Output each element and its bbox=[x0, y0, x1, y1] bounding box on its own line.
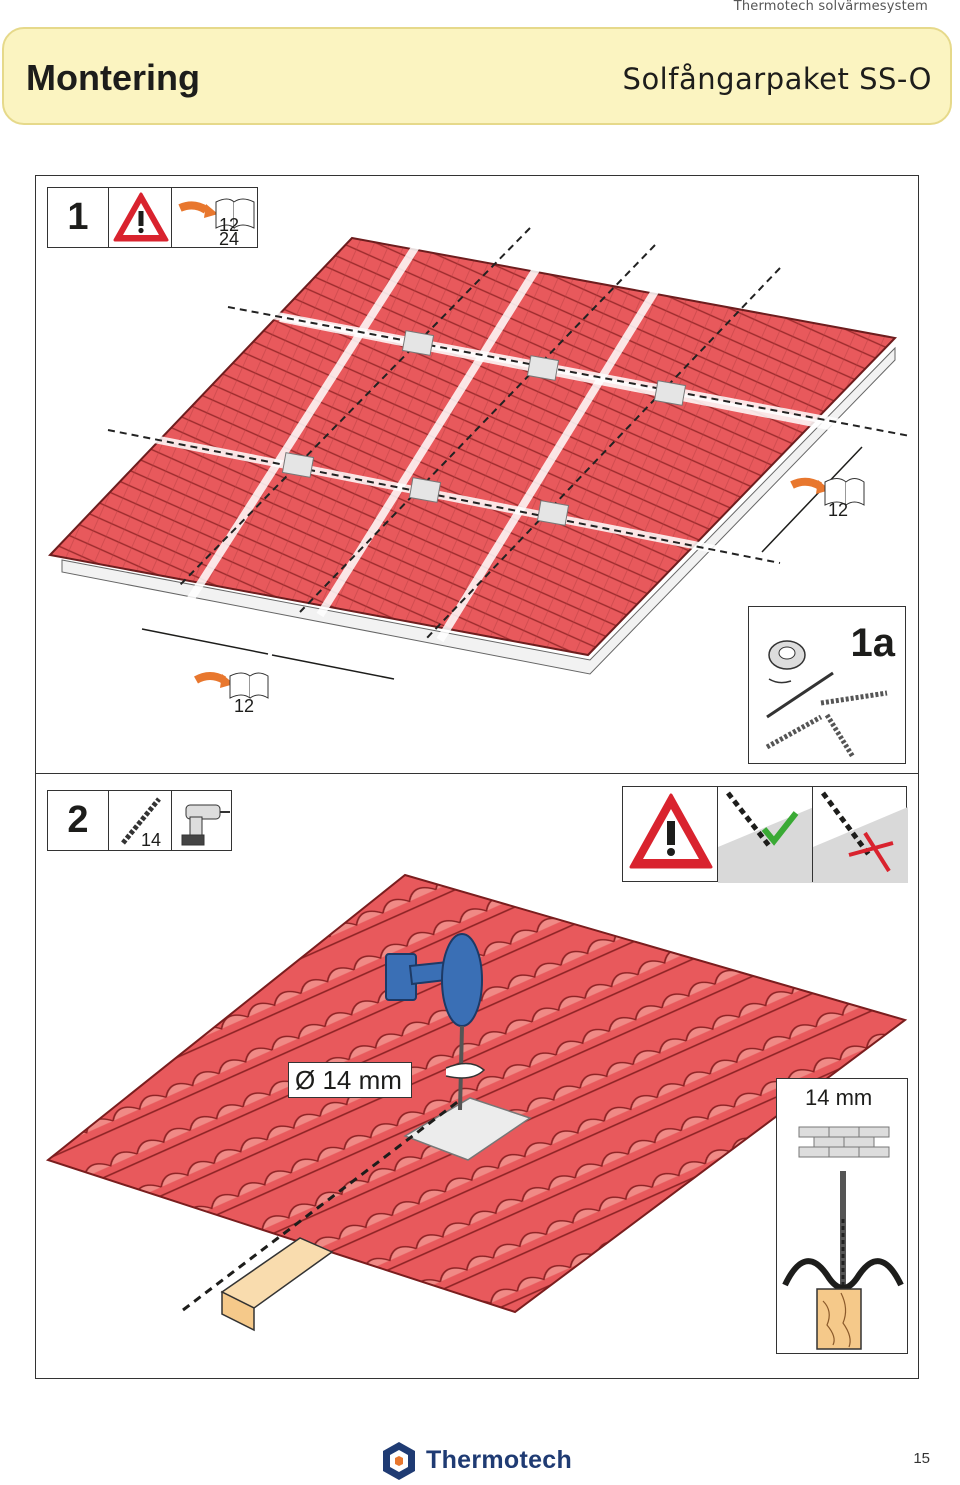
step1-warning-box bbox=[108, 187, 172, 248]
step1a-label: 1a bbox=[850, 621, 896, 665]
instruction-frame bbox=[35, 175, 919, 1379]
title-banner bbox=[2, 27, 952, 125]
step1-number-box: 1 bbox=[47, 187, 109, 248]
dim-ref-bottom: 12 bbox=[234, 696, 254, 716]
step2-number: 2 bbox=[67, 799, 89, 841]
step1-number: 1 bbox=[67, 196, 89, 238]
header-system-name: Thermotech solvärmesystem bbox=[733, 0, 928, 14]
step1a-box: 1a bbox=[748, 606, 906, 764]
power-drill bbox=[385, 933, 486, 1111]
drill-size: 14 bbox=[141, 830, 161, 850]
step1-reference-box: 12 24 bbox=[171, 187, 258, 249]
correct-drilling-illustration bbox=[718, 791, 814, 883]
brick-wall-icon bbox=[798, 1126, 890, 1158]
dim-ref-right: 12 bbox=[828, 500, 848, 520]
check-icon bbox=[761, 811, 799, 846]
screws-icon bbox=[765, 640, 888, 759]
thermotech-logo-icon bbox=[383, 1442, 415, 1480]
ref-page-bottom: 24 bbox=[219, 229, 239, 249]
warning-icon bbox=[629, 793, 713, 869]
detail-box: 14 mm bbox=[776, 1078, 908, 1354]
warning-icon bbox=[113, 192, 169, 242]
step-divider bbox=[35, 773, 919, 774]
cross-icon bbox=[848, 831, 894, 873]
diameter-callout: Ø 14 mm bbox=[288, 1062, 412, 1098]
step2-warning-box bbox=[622, 786, 718, 882]
drill-bit-icon: 14 bbox=[121, 797, 161, 850]
drill-detail-illustration bbox=[782, 1126, 904, 1350]
page-title: Montering bbox=[26, 57, 200, 98]
step2-number-box: 2 bbox=[47, 790, 109, 851]
cordless-drill-icon bbox=[181, 804, 230, 846]
step2-drill-box bbox=[171, 790, 232, 851]
book-icon: 12 24 bbox=[178, 198, 255, 249]
incorrect-drilling-box bbox=[812, 786, 908, 883]
ref-page-top: 12 bbox=[219, 215, 239, 235]
wood-grain-icon bbox=[816, 1288, 862, 1350]
correct-drilling-box bbox=[717, 786, 814, 883]
incorrect-drilling-illustration bbox=[813, 791, 908, 883]
thermotech-logo-text: Thermotech bbox=[426, 1446, 573, 1474]
page-subtitle: Solfångarpaket SS-O bbox=[622, 62, 932, 96]
page-number: 15 bbox=[913, 1450, 930, 1467]
detail-label: 14 mm bbox=[805, 1085, 873, 1110]
